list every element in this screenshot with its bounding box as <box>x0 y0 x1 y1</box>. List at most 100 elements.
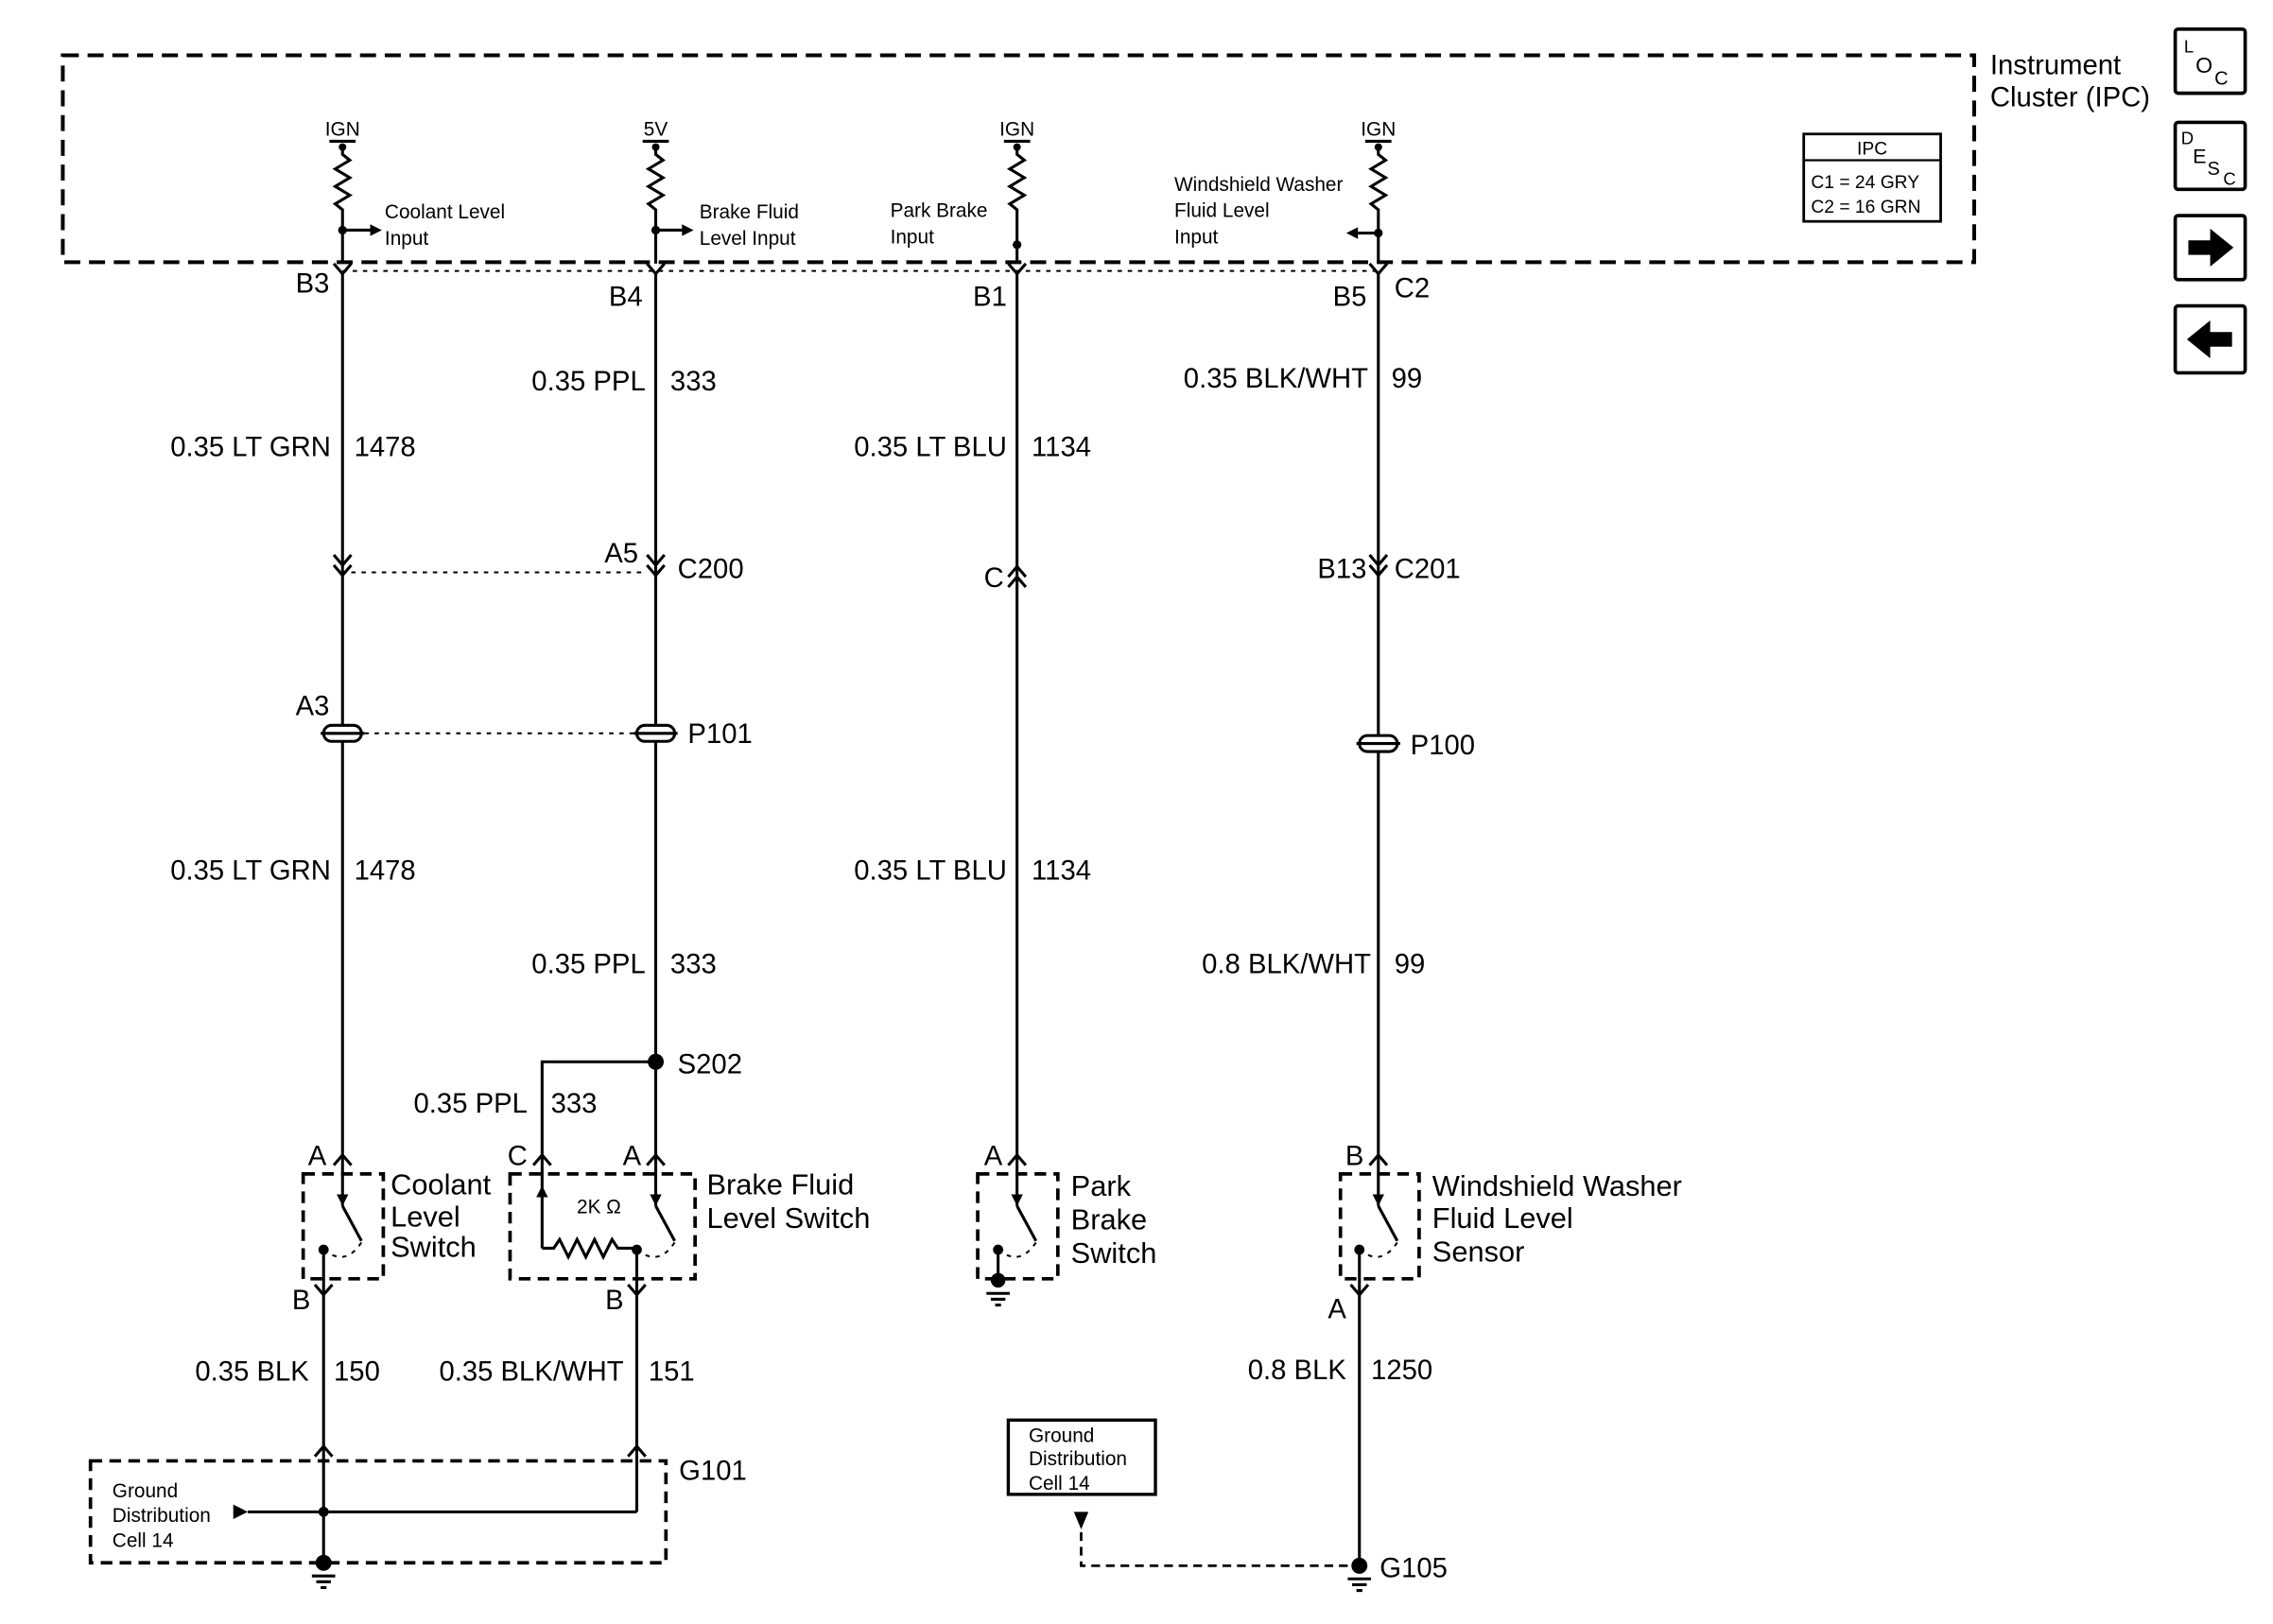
terminal-chevron <box>646 1152 666 1166</box>
pin-label: B4 <box>609 283 643 313</box>
loc-icon[interactable]: L O C <box>2173 26 2247 95</box>
wire-circuit: 99 <box>1392 364 1423 394</box>
connector-label: C2 <box>1395 273 1430 303</box>
ground-g101: Ground Distribution Cell 14 G101 <box>88 1443 747 1590</box>
washer-fluid-level-sensor: B A Windshield Washer Fluid Level Sensor <box>1327 1142 1682 1566</box>
input-label: Input <box>385 228 428 250</box>
reference-text: Cell 14 <box>113 1529 174 1551</box>
arrow-left-icon[interactable] <box>2173 303 2247 375</box>
reference-box <box>1006 1418 1157 1496</box>
input-label: Brake Fluid <box>700 201 799 223</box>
coolant-level-switch: A B Coolant Level Switch <box>292 1142 492 1564</box>
switch-travel <box>635 1241 676 1258</box>
switch-blade <box>654 1205 676 1242</box>
pin-label: B <box>605 1286 624 1316</box>
connector-c200: A5 C200 <box>332 539 744 585</box>
pin-label: B <box>292 1286 311 1316</box>
contact-arrow <box>650 1194 662 1206</box>
resistor-2k <box>542 1235 637 1261</box>
terminal-chevron <box>332 262 353 277</box>
terminal-chevron <box>332 554 353 578</box>
supply-label: IGN <box>1361 118 1396 140</box>
wire-circuit: 1250 <box>1371 1356 1432 1386</box>
terminal-chevron <box>627 1443 647 1458</box>
passthrough-p100: P100 <box>1356 731 1475 761</box>
contact-arrow <box>1372 1194 1384 1206</box>
switch-travel <box>997 1241 1037 1258</box>
switch-travel <box>322 1241 363 1258</box>
component-label: Switch <box>390 1231 477 1264</box>
input-label: Level Input <box>700 228 796 250</box>
input-label: Fluid Level <box>1174 200 1270 222</box>
pullup-resistor <box>1368 147 1389 264</box>
switch-outline <box>1338 1172 1421 1281</box>
desc-icon[interactable]: D E S C <box>2173 120 2247 192</box>
connector-park-inline: C <box>984 563 1028 594</box>
desc-letter: E <box>2193 145 2206 168</box>
upper-wire-labels: 0.35 PPL 333 0.35 LT GRN 1478 0.35 LT BL… <box>170 364 1422 462</box>
switch-outline <box>508 1172 697 1281</box>
wire-circuit: 1134 <box>1032 856 1091 887</box>
cluster-title-line-2: Cluster (IPC) <box>1990 82 2150 112</box>
lower-wire-labels: 0.35 LT GRN 1478 0.35 LT BLU 1134 0.35 P… <box>170 856 1425 980</box>
wire-spec: 0.8 BLK/WHT <box>1202 949 1371 979</box>
connector-label: C200 <box>678 555 744 585</box>
ipc-table-frame <box>1802 132 1942 223</box>
park-brake-switch: A Park Brake Switch <box>976 1142 1156 1307</box>
input-label: Windshield Washer <box>1174 174 1343 196</box>
wire-spec: 0.35 PPL <box>531 367 645 397</box>
switch-blade <box>340 1205 363 1242</box>
arrow-right-icon[interactable] <box>2173 214 2247 282</box>
pin-label: B13 <box>1317 555 1366 585</box>
wire-circuit: 1478 <box>355 432 416 462</box>
ground-label: G105 <box>1379 1554 1448 1584</box>
ground-reference-link <box>1080 1531 1349 1567</box>
switch-outline <box>301 1172 386 1281</box>
ground-outline <box>88 1459 668 1565</box>
terminal-chevron <box>531 1152 552 1166</box>
wire-spec: 0.35 BLK/WHT <box>439 1357 623 1388</box>
ipc-connector-table: IPC C1 = 24 GRY C2 = 16 GRN <box>1802 132 1942 223</box>
component-label: Level <box>390 1200 460 1233</box>
loc-button[interactable] <box>2173 26 2247 95</box>
terminal-chevron <box>332 1152 353 1166</box>
pin-label: B3 <box>296 269 330 300</box>
component-label: Park <box>1071 1169 1132 1202</box>
terminal-chevron <box>1007 262 1028 277</box>
connector-label: C201 <box>1395 555 1461 585</box>
switch-outline <box>976 1172 1060 1281</box>
wire-circuit: 333 <box>551 1089 598 1119</box>
splice-dot <box>648 1053 665 1070</box>
contact-arrow <box>1011 1194 1023 1206</box>
passthrough-label: P100 <box>1411 731 1475 761</box>
brake-fluid-level-input: 5V Brake Fluid Level Input B4 <box>609 118 799 312</box>
input-node <box>1013 240 1022 250</box>
ground-dot <box>1351 1557 1368 1574</box>
pin-label: A <box>1327 1294 1346 1324</box>
input-label: Park Brake <box>891 200 988 222</box>
wire-spec: 0.35 BLK/WHT <box>1184 364 1368 394</box>
terminal-chevron <box>627 1283 647 1298</box>
ground-dot <box>315 1554 332 1571</box>
case-ground-icon <box>986 1272 1010 1307</box>
component-label: Brake Fluid <box>706 1167 854 1201</box>
input-arrow-head <box>370 224 382 236</box>
ground-icon <box>311 1554 336 1590</box>
pullup-resistor <box>645 147 667 264</box>
switch-blade <box>1015 1205 1038 1242</box>
main-wires <box>340 273 1380 1206</box>
wire-circuit: 99 <box>1395 949 1426 979</box>
ground-wire-labels: 0.35 BLK 150 0.35 BLK/WHT 151 0.8 BLK 12… <box>195 1356 1432 1388</box>
reference-text: Distribution <box>1029 1448 1127 1470</box>
switch-travel <box>1359 1241 1398 1258</box>
pin-label: A <box>984 1142 1003 1172</box>
terminal-chevron <box>1368 1152 1389 1166</box>
ground-symbol <box>1347 1577 1372 1593</box>
pin-label: C <box>508 1142 528 1172</box>
desc-button[interactable] <box>2173 120 2247 192</box>
ground-label: G101 <box>679 1456 747 1486</box>
reference-arrow-icon <box>1073 1512 1089 1529</box>
reference-text: Ground <box>113 1480 178 1502</box>
coolant-level-input: IGN Coolant Level Input B3 <box>296 118 506 299</box>
